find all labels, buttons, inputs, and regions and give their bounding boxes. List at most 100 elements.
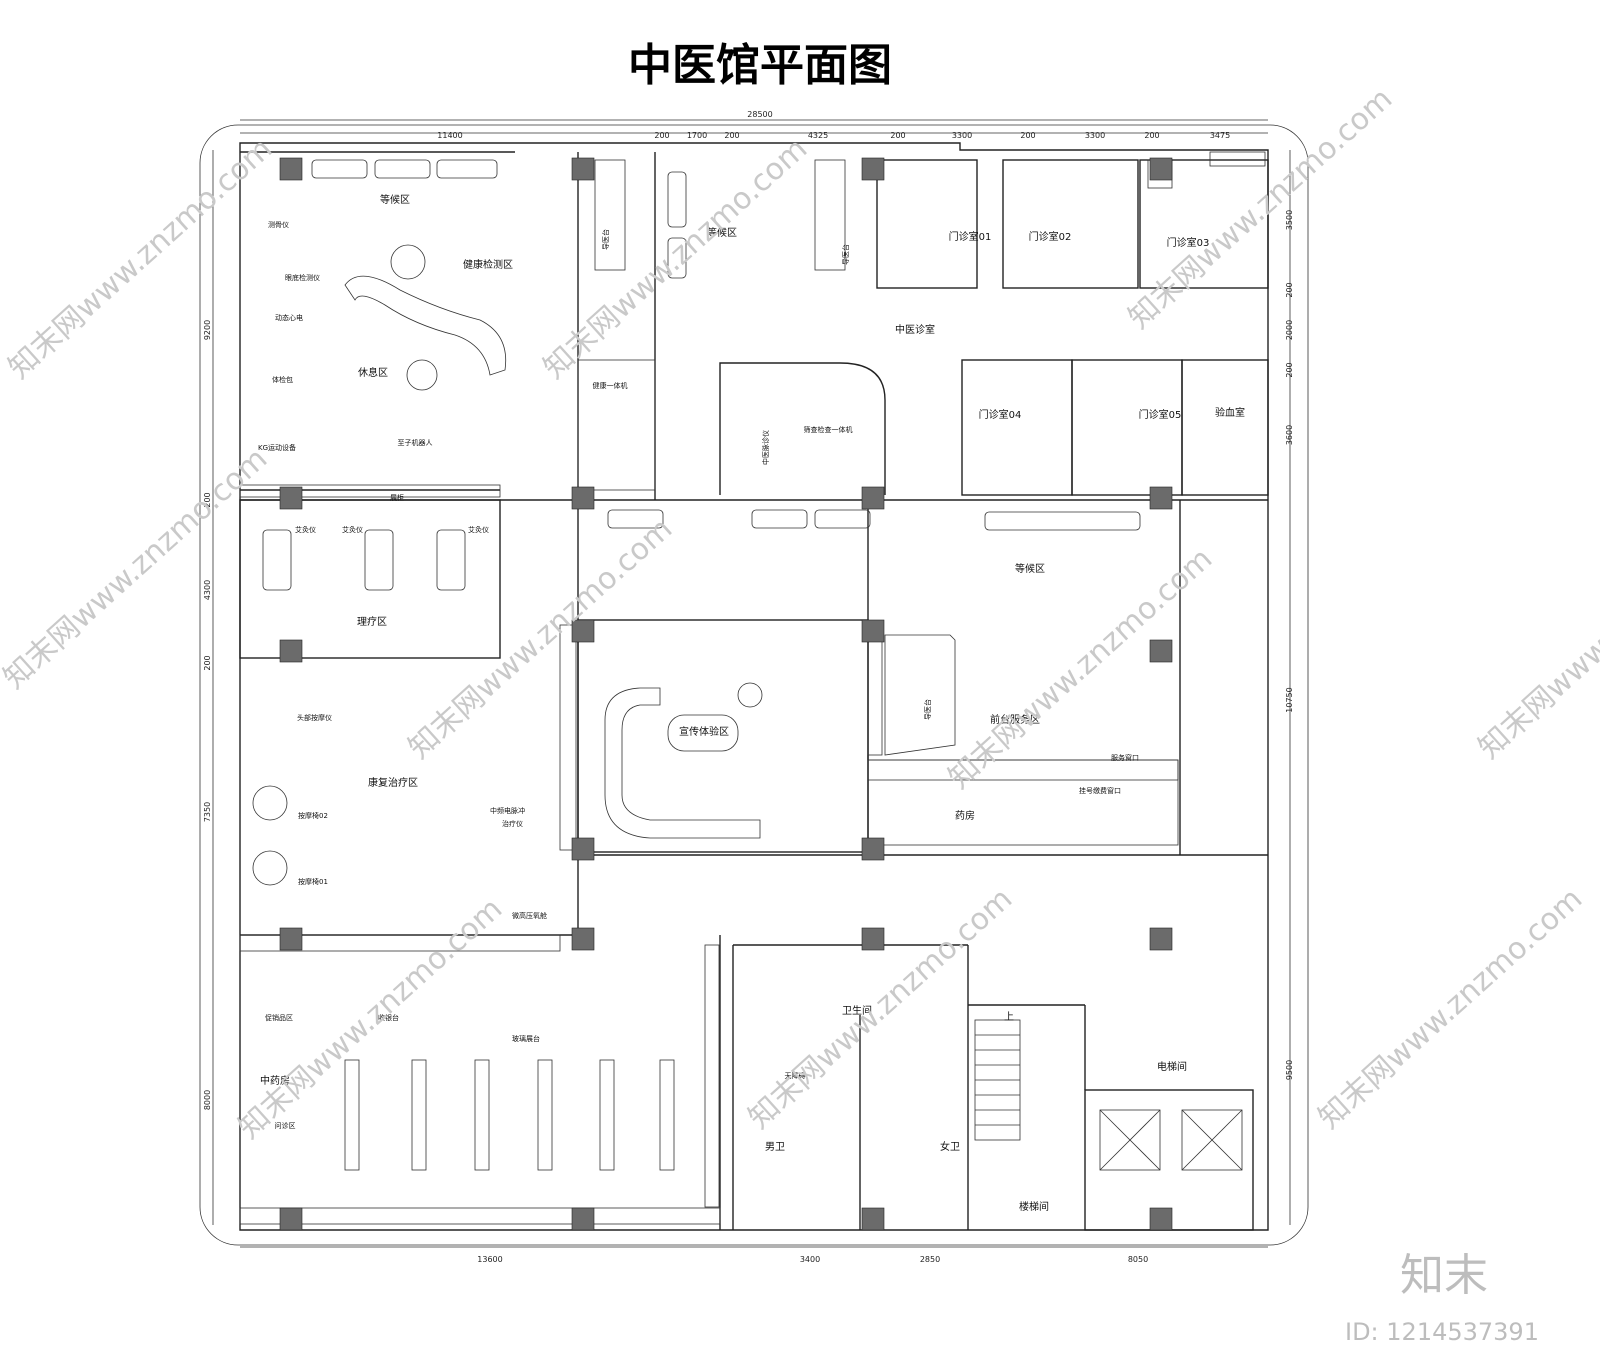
equip-moxa-1: 艾灸仪 [295,525,316,534]
room-clinic-03: 门诊室03 [1167,236,1210,249]
dim-bottom-1: 3400 [800,1255,820,1264]
room-health-kiosk: 健康一体机 [593,381,628,390]
dim-right-3: 200 [1285,362,1294,377]
equip-pulse-2: 治疗仪 [502,819,523,828]
columns [279,157,1173,1231]
dim-left-3: 200 [203,655,212,670]
room-waiting-1: 等候区 [380,193,410,206]
room-rehab: 康复治疗区 [368,776,418,789]
watermark-4: 知末网www.znzmo.com [0,441,274,696]
equip-massage-chair-02: 按摩椅02 [298,811,328,820]
room-labels: 等候区 健康检测区 休息区 至子机器人 等候区 中医诊室 门诊室01 门诊室02… [260,193,1245,1213]
equip-shelf: 展柜 [390,493,404,502]
dim-top-9: 200 [1144,131,1159,140]
equip-reg-desk-3: 导医台 [923,699,932,720]
watermark-1: 知末网www.znzmo.com [2,131,279,386]
waiting-chairs [311,159,1141,531]
therapy-beds [262,529,466,591]
coffee-table-2 [406,359,438,391]
room-waiting-3: 等候区 [1015,562,1045,575]
room-accessible: 无障碍 [785,1071,806,1080]
elevators [1099,1109,1243,1171]
room-front-desk: 前台服务区 [990,713,1040,726]
dim-top-1: 200 [654,131,669,140]
room-tcm-clinic: 中医诊室 [895,323,935,336]
equip-up: 上 [1004,1011,1014,1023]
dim-top-6: 3300 [952,131,972,140]
watermark-3: 知末网www.znzmo.com [1122,81,1399,336]
dim-top-0: 11400 [437,131,462,140]
room-consult: 问诊区 [275,1121,296,1130]
equip-oxygen: 微高压氧舱 [512,911,547,920]
dim-top-total: 28500 [747,110,772,119]
equip-reg-desk-2: 导医台 [841,244,850,265]
room-robot: 至子机器人 [398,438,433,447]
room-mens: 男卫 [765,1141,785,1153]
watermark-6: 知末网www.znzmo.com [942,541,1219,796]
room-restroom: 卫生间 [842,1004,872,1017]
promo-table [667,714,739,752]
equip-cashier: 收银台 [378,1013,399,1022]
room-pharmacy: 药房 [955,809,975,822]
dim-top-10: 3475 [1210,131,1230,140]
dim-right-2: 2000 [1285,320,1294,340]
room-womens: 女卫 [940,1140,960,1153]
dim-right-1: 200 [1285,282,1294,297]
dim-left-5: 8000 [203,1090,212,1110]
watermark-10: 知末网www.znzmo.com [1312,881,1589,1136]
equip-reg-desk-1: 导医台 [601,229,610,250]
room-payment-window: 挂号缴费窗口 [1079,786,1121,795]
massage-chairs [252,785,288,886]
dim-right-5: 10750 [1285,687,1294,712]
equip-body-check: 体检包 [272,375,293,384]
equip-pulse-1: 中频电脉冲 [490,806,525,815]
equip-head-massager: 头部按摩仪 [297,713,332,722]
room-clinic-04: 门诊室04 [979,408,1022,421]
room-stairs: 楼梯间 [1019,1200,1049,1213]
dim-top-2: 1700 [687,131,707,140]
dim-left-1: 200 [203,492,212,507]
dim-bottom-2: 2850 [920,1255,940,1264]
dimension-lines [212,119,1291,1248]
room-service-window: 服务窗口 [1111,753,1139,762]
equip-promo-area: 促销品区 [265,1013,293,1022]
plan-title: 中医馆平面图 [628,40,892,91]
equip-ecg: 动态心电 [275,313,303,322]
room-rest: 休息区 [358,366,388,379]
walls [239,142,1269,1231]
equip-tcm-instrument: 中医脉诊仪 [761,430,770,465]
watermark-7: 知末网www.znzmo.com [1472,511,1600,766]
cabinet-strips [239,151,1266,1225]
room-waiting-2: 等候区 [707,226,737,239]
dim-bottom-3: 8050 [1128,1255,1148,1264]
equip-kg-exercise: KG运动设备 [258,443,296,452]
room-blood-test: 验血室 [1215,406,1245,419]
equip-glass-display: 玻璃展台 [512,1034,540,1043]
dim-top-5: 200 [890,131,905,140]
outer-frame [199,124,1309,1246]
equip-moxa-3: 艾灸仪 [468,525,489,534]
watermark-9: 知末网www.znzmo.com [742,881,1019,1136]
brand-id: ID: 1214537391 [1345,1318,1539,1346]
dim-left-2: 4300 [203,580,212,600]
room-tcm-pharmacy: 中药房 [260,1074,290,1087]
dim-left-0: 9200 [203,320,212,340]
equip-massage-chair-01: 按摩椅01 [298,877,328,886]
brand-logo-text: 知末 [1400,1250,1488,1301]
coffee-table-1 [390,244,426,280]
dim-bottom-0: 13600 [477,1255,502,1264]
room-screening: 筛查检查一体机 [804,425,853,434]
room-clinic-05: 门诊室05 [1139,408,1182,421]
medicine-shelves [344,1059,675,1171]
room-promo: 宣传体验区 [679,725,729,738]
dim-right-0: 3500 [1285,210,1294,230]
dim-top-8: 3300 [1085,131,1105,140]
room-elevator: 电梯间 [1157,1060,1187,1073]
dim-right-6: 9500 [1285,1060,1294,1080]
promo-sofa [604,687,761,839]
equip-moxa-2: 艾灸仪 [342,525,363,534]
room-clinic-01: 门诊室01 [949,230,992,243]
dim-right-4: 3600 [1285,425,1294,445]
room-clinic-02: 门诊室02 [1029,230,1072,243]
